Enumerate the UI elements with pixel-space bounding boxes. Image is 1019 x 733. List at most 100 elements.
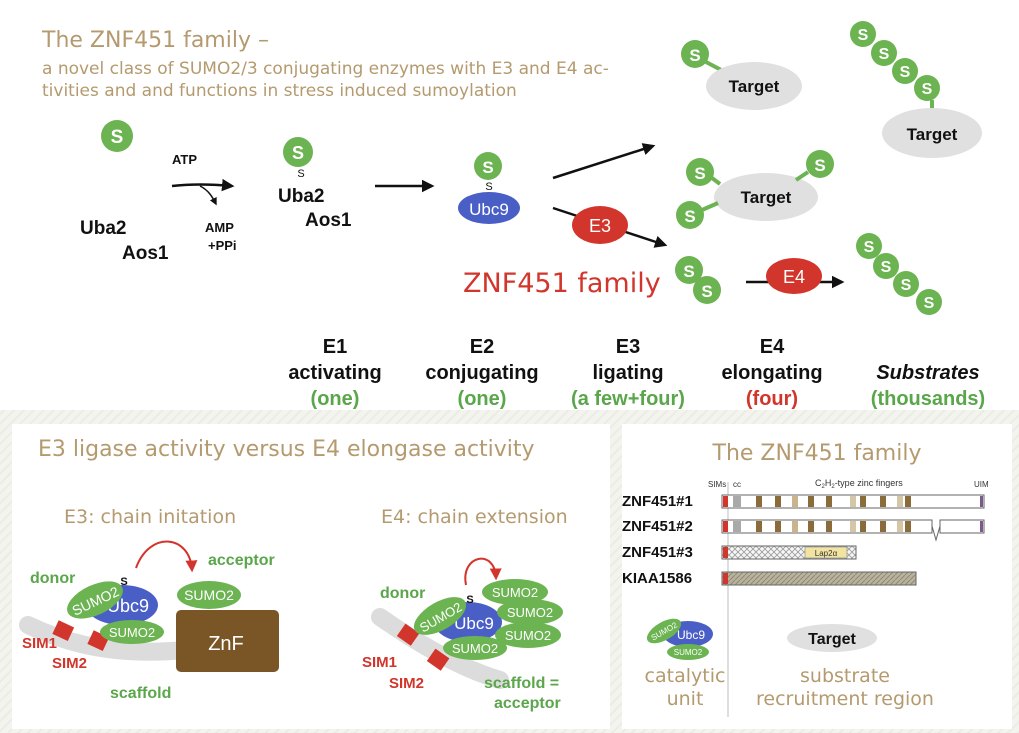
svg-text:S: S <box>900 64 911 81</box>
svg-text:Target: Target <box>729 77 780 96</box>
svg-text:S: S <box>879 46 890 63</box>
e4-sim1-label: SIM1 <box>362 654 397 671</box>
svg-text:ZnF: ZnF <box>208 633 244 655</box>
target-multisumo: Target S S S <box>676 150 834 229</box>
e3-donor-label: donor <box>30 570 75 587</box>
stage-e1-code: E1 <box>322 336 348 358</box>
substrate-region-label-2: recruitment region <box>756 688 934 710</box>
family-title: The ZNF451 family <box>712 441 922 466</box>
stage-e1-role: activating <box>288 362 382 384</box>
e3-title: E3: chain initation <box>64 506 237 528</box>
svg-text:S: S <box>701 282 712 301</box>
stage-e2-code: E2 <box>469 336 495 358</box>
e4-scaffold-label-1: scaffold = <box>484 675 559 692</box>
e3-scaffold-label: scaffold <box>110 685 171 702</box>
e3-sim1-label: SIM1 <box>22 635 57 652</box>
sumo-chain: S S S S <box>856 233 942 315</box>
e3-illustration: ZnF Ubc9 SUMO2 SUMO2 SUMO2 S <box>19 540 279 672</box>
svg-text:E4: E4 <box>783 267 805 287</box>
e3-e4-title: E3 ligase activity versus E4 elongase ac… <box>38 437 535 462</box>
protein-label-4: KIAA1586 <box>622 570 693 587</box>
sims-label: SIMs <box>708 480 726 489</box>
svg-text:SUMO2: SUMO2 <box>109 625 155 640</box>
svg-text:S: S <box>684 207 695 226</box>
svg-text:E3: E3 <box>589 216 611 236</box>
svg-text:S: S <box>111 127 124 148</box>
kiaa1586-bar <box>721 571 917 586</box>
svg-text:S: S <box>466 594 473 606</box>
uba2-label-2: Uba2 <box>278 186 324 207</box>
protein-label-3: ZNF451#3 <box>622 544 693 561</box>
protein-label-2: ZNF451#2 <box>622 518 693 535</box>
page-subtitle-2: tivities and and functions in stress ind… <box>42 81 517 101</box>
aos1-label-2: Aos1 <box>305 210 352 231</box>
ppi-label: +PPi <box>208 238 237 253</box>
e4-sim2-label: SIM2 <box>389 675 424 692</box>
stage-substrates-count: (thousands) <box>870 388 986 410</box>
sumo-free: S <box>101 120 133 152</box>
e3-sim2-label: SIM2 <box>52 655 87 672</box>
svg-text:Lap2α: Lap2α <box>815 549 838 558</box>
svg-text:SUMO2: SUMO2 <box>184 587 234 603</box>
svg-text:SUMO2: SUMO2 <box>505 628 551 643</box>
e3-e4-panel <box>12 424 610 729</box>
znf451-1-bar <box>721 494 985 509</box>
svg-text:S: S <box>292 143 304 163</box>
svg-text:Ubc9: Ubc9 <box>677 628 705 642</box>
svg-text:S: S <box>694 164 705 183</box>
svg-text:S: S <box>858 27 869 44</box>
svg-text:SUMO2: SUMO2 <box>674 648 703 657</box>
target-polysumo: S S S S Target <box>850 21 982 158</box>
svg-text:S: S <box>864 239 875 256</box>
catalytic-unit-label-1: catalytic <box>644 665 726 687</box>
svg-text:SUMO2: SUMO2 <box>492 585 538 600</box>
svg-text:S: S <box>120 576 127 588</box>
stage-e3-role: ligating <box>592 362 664 384</box>
stage-e4-count: (four) <box>745 388 799 410</box>
page-title: The ZNF451 family – <box>42 28 269 53</box>
ubc9-e2: S S Ubc9 <box>458 152 520 224</box>
target-monosumo: S Target <box>681 40 802 110</box>
atp-arrow <box>171 178 235 206</box>
e4-enzyme: E4 <box>766 258 822 294</box>
uim-label: UIM <box>974 480 989 489</box>
svg-text:SUMO2: SUMO2 <box>507 605 553 620</box>
stage-e1-count: (one) <box>310 388 360 410</box>
svg-text:S: S <box>485 181 492 193</box>
svg-text:S: S <box>901 277 912 294</box>
stage-e3-count: (a few+four) <box>571 388 685 410</box>
svg-text:Target: Target <box>808 631 856 648</box>
uba2-label-1: Uba2 <box>80 218 126 239</box>
protein-label-1: ZNF451#1 <box>622 493 693 510</box>
aos1-label-1: Aos1 <box>122 243 169 264</box>
svg-text:SUMO2: SUMO2 <box>452 641 498 656</box>
znf451-3-bar: Lap2α <box>721 545 857 560</box>
svg-text:Target: Target <box>907 125 958 144</box>
svg-text:S: S <box>297 168 304 180</box>
stage-e4-code: E4 <box>759 336 785 358</box>
sumo-thioester-e1: S S <box>283 137 313 180</box>
znf451-family-label: ZNF451 family <box>463 268 661 299</box>
e4-illustration: Ubc9 SUMO2 SUMO2 SUMO2 SUMO2 SUMO2 S <box>371 557 563 689</box>
e4-scaffold-label-2: acceptor <box>494 695 561 712</box>
stage-e2-count: (one) <box>457 388 507 410</box>
e4-donor-label: donor <box>380 585 425 602</box>
stage-e2-role: conjugating <box>425 362 539 384</box>
e3-acceptor-label: acceptor <box>208 552 275 569</box>
target-icon: Target <box>787 624 877 652</box>
stage-substrates-role: Substrates <box>876 362 980 384</box>
svg-text:S: S <box>683 262 694 281</box>
stage-e4-role: elongating <box>721 362 823 384</box>
substrate-region-label-1: substrate <box>800 665 890 687</box>
svg-text:S: S <box>922 81 933 98</box>
e3-enzyme: E3 <box>572 206 628 244</box>
e4-title: E4: chain extension <box>381 506 568 528</box>
svg-text:S: S <box>814 156 825 175</box>
cc-label: cc <box>733 480 741 489</box>
amp-label: AMP <box>205 220 234 235</box>
svg-text:Ubc9: Ubc9 <box>454 614 494 633</box>
svg-text:S: S <box>881 259 892 276</box>
sumo-dimer: S S <box>675 256 721 304</box>
svg-text:Target: Target <box>741 188 792 207</box>
